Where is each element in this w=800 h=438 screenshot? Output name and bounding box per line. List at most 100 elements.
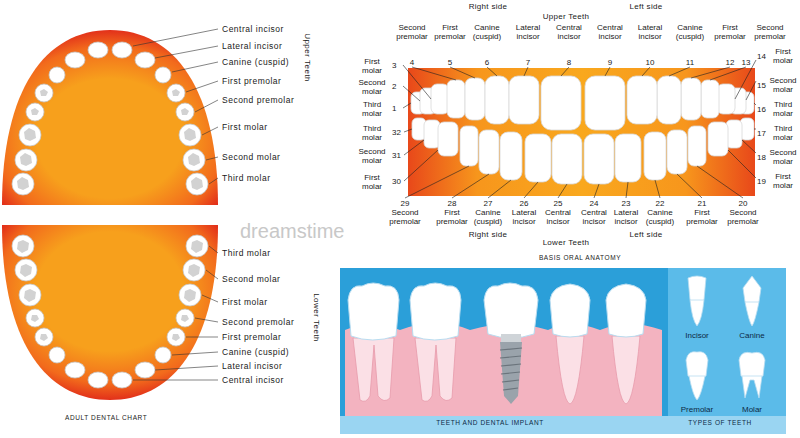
side-label: Left side: [630, 2, 663, 11]
tooth-label: Third molar: [222, 249, 270, 259]
tooth-label: First premolar: [712, 23, 748, 41]
chart-caption: ADULT DENTAL CHART: [65, 414, 147, 421]
side-title: Lower Teeth: [311, 294, 320, 343]
tooth-label: Central incisor: [592, 23, 628, 41]
tooth-label: Lateral incisor: [222, 362, 282, 372]
tooth-label: Third molar: [357, 124, 387, 142]
implant-panel: TEETH AND DENTAL IMPLANT TYPES OF TEETH In…: [340, 268, 786, 434]
tooth-label: Central incisor: [551, 23, 587, 41]
section-title: BASIS ORAL ANATOMY: [539, 254, 621, 261]
tooth-label: First molar: [357, 57, 387, 75]
callout-number: 10: [646, 58, 655, 67]
tooth-label: Central incisor: [222, 376, 284, 386]
callout-number: 19: [757, 177, 766, 186]
upper-arch: [2, 30, 218, 205]
callout-number: 29: [401, 199, 410, 208]
tooth-label: Second premolar: [752, 23, 788, 41]
callout-number: 1: [392, 104, 396, 113]
watermark: dreamstime: [240, 220, 344, 243]
callout-number: 24: [590, 199, 599, 208]
tooth-label: First molar: [357, 173, 387, 191]
tooth-label: Second molar: [357, 78, 387, 96]
tooth-label: Third molar: [769, 100, 797, 118]
tooth-label: Canine (cuspid): [222, 58, 289, 68]
tooth-label: Canine (cuspid): [642, 208, 678, 226]
tooth-label: Canine (cuspid): [222, 348, 289, 358]
callout-number: 21: [698, 199, 707, 208]
side-label: Left side: [630, 230, 663, 239]
callout-number: 15: [757, 81, 766, 90]
callout-number: 14: [757, 52, 766, 61]
implant-illustration: [340, 268, 786, 434]
number-leaders: [403, 60, 756, 198]
tooth-label: First premolar: [434, 208, 470, 226]
side-label: Right side: [469, 230, 508, 239]
callout-number: 18: [757, 153, 766, 162]
tooth-label: Second premolar: [222, 318, 294, 328]
tooth-label: First molar: [769, 172, 797, 190]
callout-number: 23: [622, 199, 631, 208]
tooth-label: Third molar: [769, 124, 797, 142]
tooth-label: Second premolar: [387, 208, 423, 226]
tooth-label: Lateral incisor: [222, 42, 282, 52]
tooth-label: Central incisor: [222, 25, 284, 35]
callout-number: 30: [392, 177, 401, 186]
row-title: Lower Teeth: [543, 238, 590, 247]
side-label: Right side: [469, 2, 508, 11]
callout-number: 16: [757, 105, 766, 114]
tooth-label: Canine (cuspid): [672, 23, 708, 41]
lower-arch: [2, 225, 218, 400]
tooth-label: Second premolar: [394, 23, 430, 41]
tooth-type-label: Molar: [742, 405, 762, 414]
tooth-label: Lateral incisor: [632, 23, 668, 41]
tooth-label: Second molar: [769, 76, 797, 94]
callout-number: 5: [448, 58, 452, 67]
callout-number: 17: [757, 129, 766, 138]
callout-number: 2: [392, 82, 396, 91]
teeth-row: [408, 68, 755, 196]
callout-number: 31: [392, 151, 401, 160]
tooth-label: First premolar: [222, 77, 281, 87]
callout-number: 8: [567, 58, 571, 67]
row-title: Upper Teeth: [543, 12, 590, 21]
callout-number: 11: [686, 58, 694, 67]
callout-number: 13: [742, 58, 751, 67]
tooth-label: First premolar: [432, 23, 468, 41]
tooth-label: Third molar: [357, 100, 387, 118]
tooth-label: Lateral incisor: [506, 208, 542, 226]
callout-number: 25: [554, 199, 563, 208]
tooth-type-label: Premolar: [681, 405, 713, 414]
panel-caption: TEETH AND DENTAL IMPLANT: [436, 419, 544, 426]
tooth-label: Canine (cuspid): [470, 208, 506, 226]
tooth-label: Second premolar: [222, 96, 294, 106]
tooth-label: Lateral incisor: [608, 208, 644, 226]
tooth-label: First molar: [222, 298, 268, 308]
tooth-type-label: Incisor: [685, 331, 709, 340]
callout-number: 22: [656, 199, 665, 208]
tooth-label: Second molar: [357, 147, 387, 165]
tooth-label: Second premolar: [725, 208, 761, 226]
callout-number: 27: [484, 199, 493, 208]
callout-number: 32: [392, 128, 401, 137]
tooth-label: Lateral incisor: [510, 23, 546, 41]
callout-number: 3: [392, 61, 396, 70]
side-title: Upper Teeth: [302, 34, 311, 83]
callout-number: 4: [410, 58, 414, 67]
callout-number: 6: [485, 58, 489, 67]
tooth-label: Central incisor: [576, 208, 612, 226]
tooth-label: First molar: [769, 47, 797, 65]
tooth-type-label: Canine: [739, 331, 764, 340]
panel-caption: TYPES OF TEETH: [688, 419, 752, 426]
tooth-label: Third molar: [222, 174, 270, 184]
tooth-label: First premolar: [684, 208, 720, 226]
tooth-label: Second molar: [222, 153, 280, 163]
callout-number: 12: [726, 58, 735, 67]
callout-number: 20: [739, 199, 748, 208]
tooth-label: Second molar: [769, 148, 797, 166]
leader-lines: [133, 29, 218, 380]
tooth-label: Second molar: [222, 275, 280, 285]
tooth-label: Canine (cuspid): [469, 23, 505, 41]
callout-number: 7: [526, 58, 530, 67]
tooth-label: First premolar: [222, 333, 281, 343]
tooth-label: Central incisor: [540, 208, 576, 226]
